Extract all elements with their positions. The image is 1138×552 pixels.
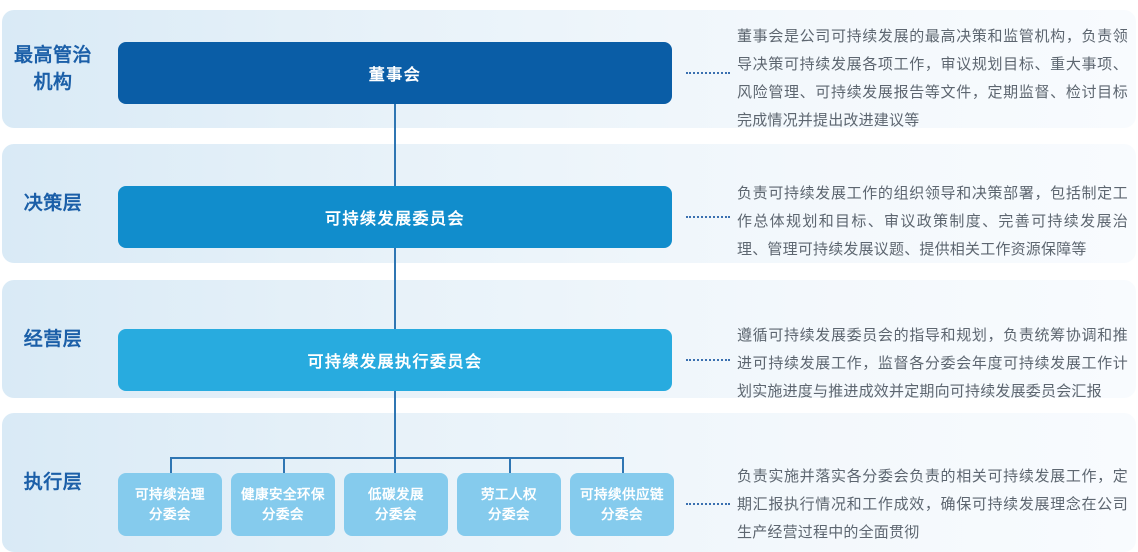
dotted-leader-row1 [686,72,730,74]
description-committee: 负责可持续发展工作的组织领导和决策部署，包括制定工作总体规划和目标、审议政策制度… [737,185,1128,258]
subcommittee-name-line: 可持续治理 [135,486,205,502]
subcommittee-name-line: 分委会 [601,506,643,522]
level-label-decision: 决策层 [1,144,105,263]
connector-horizontal-bar [170,457,623,459]
box-sustainability-committee: 可持续发展委员会 [118,186,672,248]
level-label-top-governance: 最高管治机构 [1,10,105,128]
connector-committee-to-exec [394,248,396,329]
box-subcommittee-low-carbon: 低碳发展 分委会 [344,473,448,536]
connector-drop-2 [283,457,285,473]
connector-exec-to-subs [394,391,396,473]
connector-drop-5 [622,457,624,473]
level-label-execution: 执行层 [1,413,105,552]
box-subcommittee-sustainable-governance: 可持续治理 分委会 [118,473,222,536]
connector-drop-1 [170,457,172,473]
level-label-text: 决策层 [23,193,83,214]
level-label-text: 经营层 [23,328,83,350]
box-subcommittee-labor-human-rights: 劳工人权 分委会 [457,473,561,536]
level-label-text: 执行层 [23,472,83,493]
dotted-leader-row3 [686,359,730,361]
level-label-text: 最高管治机构 [13,45,92,93]
subcommittee-name-line: 分委会 [149,506,191,522]
box-sustainability-executive-committee: 可持续发展执行委员会 [118,329,672,391]
subcommittee-name-line: 低碳发展 [368,486,424,502]
level-label-operation: 经营层 [1,280,105,398]
description-board: 董事会是公司可持续发展的最高决策和监管机构，负责领导决策可持续发展各项工作，审议… [737,28,1128,129]
subcommittee-name-line: 健康安全环保 [241,486,325,502]
connector-board-to-committee [394,104,396,186]
box-subcommittee-health-safety-environment: 健康安全环保 分委会 [231,473,335,536]
box-subcommittee-sustainable-supply-chain: 可持续供应链 分委会 [570,473,674,536]
subcommittee-name-line: 分委会 [375,506,417,522]
subcommittee-name-line: 分委会 [488,506,530,522]
dotted-leader-row4 [686,503,730,505]
subcommittee-name-line: 劳工人权 [481,486,537,502]
description-subcommittees: 负责实施并落实各分委会负责的相关可持续发展工作，定期汇报执行情况和工作成效，确保… [737,468,1128,541]
dotted-leader-row2 [686,216,730,218]
connector-drop-4 [509,457,511,473]
description-exec-committee: 遵循可持续发展委员会的指导和规划，负责统筹协调和推进可持续发展工作，监督各分委会… [737,327,1128,400]
subcommittee-name-line: 分委会 [262,506,304,522]
subcommittee-name-line: 可持续供应链 [580,486,664,502]
box-board-of-directors: 董事会 [118,42,672,104]
